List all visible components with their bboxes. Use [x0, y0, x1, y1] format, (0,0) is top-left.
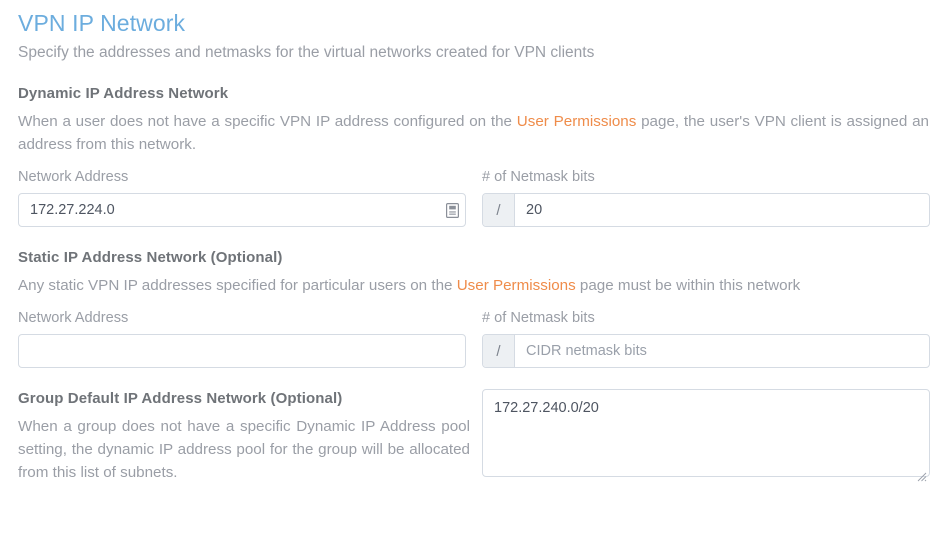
static-network-field-row: Network Address # of Netmask bits /: [18, 309, 930, 368]
section-description-group-default: When a group does not have a specific Dy…: [18, 418, 470, 481]
static-network-address-label: Network Address: [18, 310, 129, 326]
static-netmask-label: # of Netmask bits: [482, 310, 595, 326]
section-heading-static: Static IP Address Network (Optional): [18, 249, 283, 266]
section-heading-dynamic: Dynamic IP Address Network: [18, 85, 229, 102]
static-network-address-input[interactable]: [19, 335, 465, 367]
dynamic-netmask-group: # of Netmask bits /: [482, 168, 930, 227]
group-default-subnets-wrap: [482, 389, 930, 484]
group-default-subnets-textarea[interactable]: [482, 389, 930, 477]
section-description-static: Any static VPN IP addresses specified fo…: [18, 274, 929, 297]
description-text-before: When a user does not have a specific VPN…: [18, 113, 517, 130]
dynamic-network-address-label: Network Address: [18, 169, 129, 185]
static-netmask-group: # of Netmask bits /: [482, 309, 930, 368]
section-description-dynamic: When a user does not have a specific VPN…: [18, 110, 929, 156]
page-title: VPN IP Network: [18, 10, 186, 36]
dynamic-netmask-prefix: /: [483, 194, 515, 226]
static-netmask-input[interactable]: [515, 335, 929, 367]
group-default-text-column: Group Default IP Address Network (Option…: [18, 389, 470, 484]
static-netmask-input-wrap[interactable]: /: [482, 334, 930, 368]
form-autofill-icon[interactable]: [439, 194, 465, 226]
dynamic-network-address-input[interactable]: [19, 194, 439, 226]
description-text-after: page must be within this network: [575, 277, 801, 294]
dynamic-network-address-group: Network Address: [18, 168, 466, 227]
description-text-after: page, the user's VPN client is assigned …: [18, 113, 929, 153]
static-network-address-group: Network Address: [18, 309, 466, 368]
description-text-before: Any static VPN IP addresses specified fo…: [18, 277, 457, 294]
group-default-block: Group Default IP Address Network (Option…: [18, 389, 930, 484]
static-network-address-input-wrap[interactable]: [18, 334, 466, 368]
page-subtitle: Specify the addresses and netmasks for t…: [18, 44, 595, 61]
dynamic-netmask-input[interactable]: [515, 194, 929, 226]
static-netmask-prefix: /: [483, 335, 515, 367]
dynamic-netmask-label: # of Netmask bits: [482, 169, 595, 185]
section-heading-group-default: Group Default IP Address Network (Option…: [18, 390, 343, 407]
dynamic-network-field-row: Network Address # of Netmask bits /: [18, 168, 930, 227]
dynamic-network-address-input-wrap[interactable]: [18, 193, 466, 227]
dynamic-netmask-input-wrap[interactable]: /: [482, 193, 930, 227]
user-permissions-link[interactable]: User Permissions: [516, 113, 637, 130]
user-permissions-link[interactable]: User Permissions: [456, 277, 576, 294]
